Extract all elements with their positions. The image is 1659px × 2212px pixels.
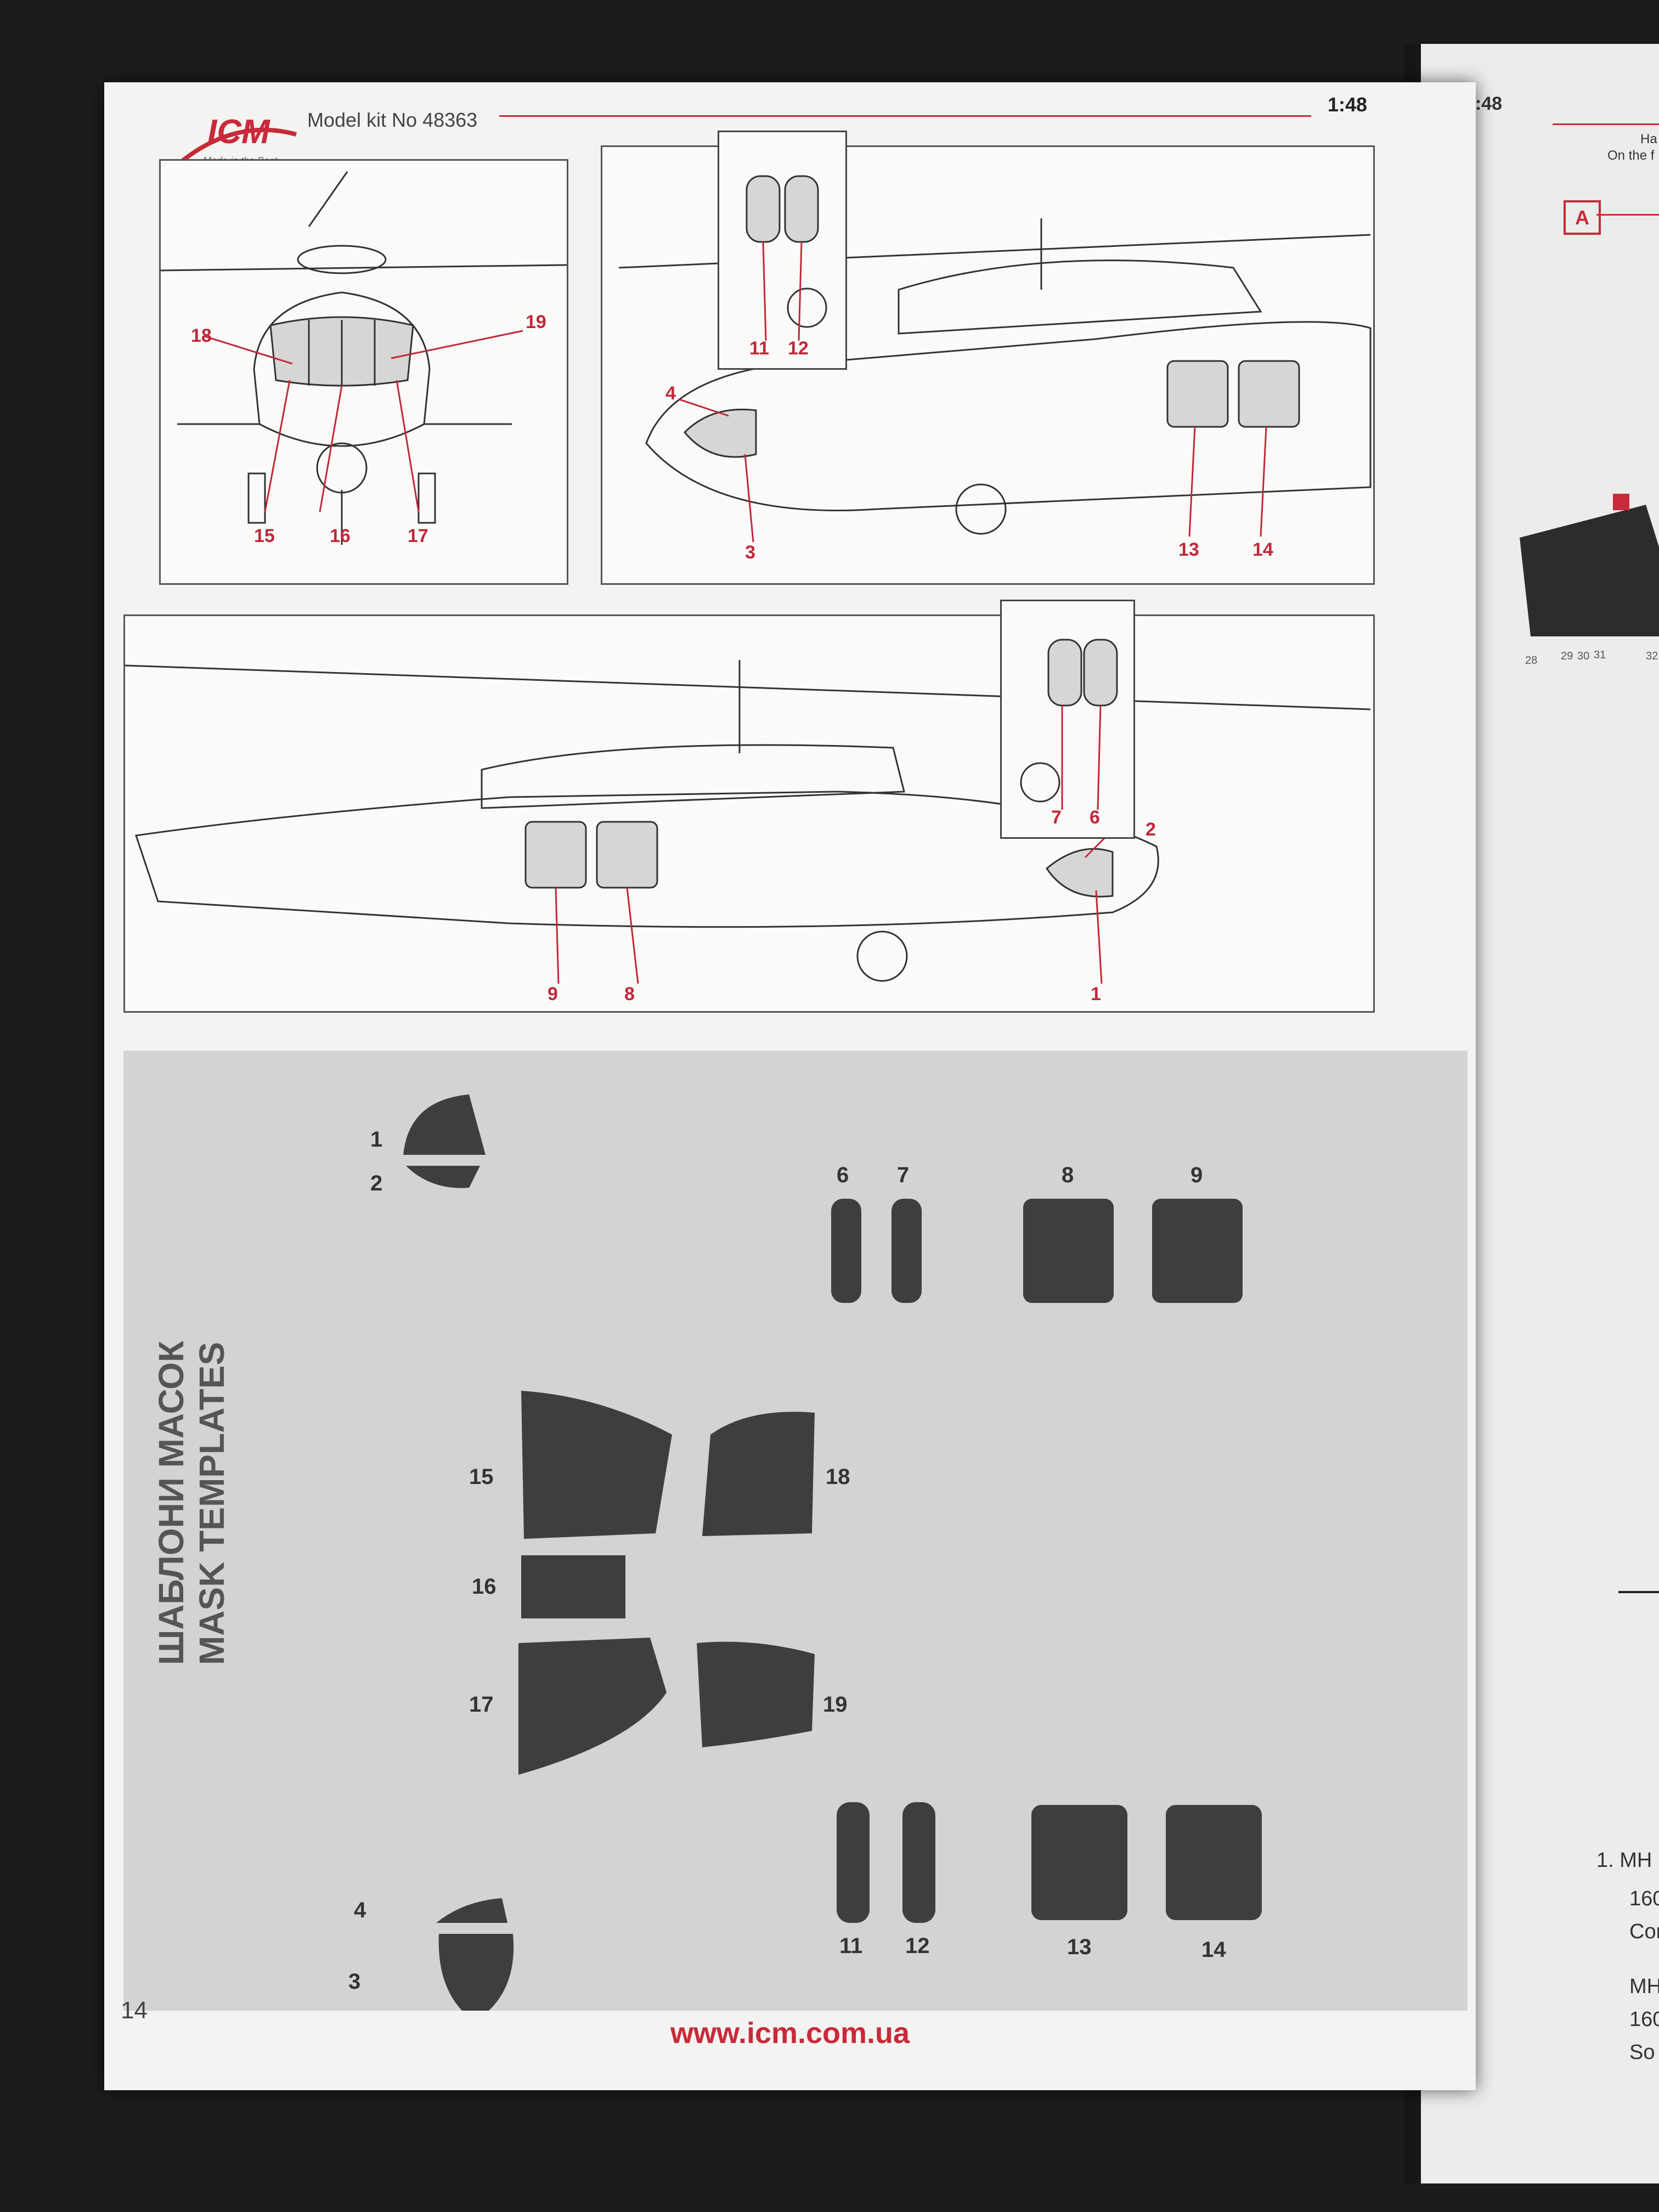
part-number: 28 — [1525, 654, 1537, 667]
mask-label: 8 — [1062, 1163, 1074, 1187]
mask-label: 18 — [826, 1465, 850, 1489]
callout-label: 7 — [1051, 807, 1062, 828]
mask-label: 14 — [1201, 1938, 1226, 1962]
page-number: 14 — [121, 1997, 148, 2024]
mask-label: 13 — [1067, 1935, 1092, 1959]
mask-label: 17 — [469, 1692, 494, 1717]
helicopter-right-side-view — [618, 218, 1372, 543]
helicopter-left-side-view — [125, 660, 1371, 984]
footer-url: www.icm.com.ua — [670, 2017, 910, 2050]
mask-shape-9 — [1152, 1199, 1243, 1303]
callout-label: 1 — [1091, 984, 1101, 1005]
front-view-panel: 18 19 15 16 17 — [159, 159, 568, 585]
callout-label: 15 — [254, 526, 275, 546]
part-number: 29 — [1561, 650, 1573, 662]
instruction-page: ICM Made in the Best Model kit No 48363 … — [104, 82, 1476, 2090]
callout-label: 18 — [191, 325, 212, 346]
mask-shape-15 — [521, 1391, 672, 1539]
step-a-badge: A — [1564, 200, 1601, 235]
mask-shape-6 — [831, 1199, 861, 1303]
list-fragment: Cor — [1629, 1920, 1659, 1943]
callout-label: 6 — [1090, 807, 1100, 828]
left-side-view-panel: 7 6 2 9 8 1 — [123, 600, 1375, 1013]
mask-shape-16 — [521, 1555, 625, 1618]
cabin-window-inset: 7 6 — [1000, 600, 1135, 839]
mask-shape-3 — [438, 1934, 514, 2011]
mask-shape-18 — [702, 1412, 815, 1536]
assembly-part-illustration: 28 29 30 31 32 — [1520, 494, 1659, 667]
callout-label: 14 — [1252, 539, 1273, 560]
inset-illustration — [1020, 639, 1118, 810]
mask-label: 7 — [897, 1163, 910, 1187]
inset-illustration — [746, 175, 827, 341]
part-number: 31 — [1594, 649, 1606, 661]
mask-label: 6 — [837, 1163, 849, 1187]
callout-label: 19 — [526, 312, 546, 332]
mask-shape-2 — [406, 1166, 480, 1188]
mask-label: 19 — [823, 1692, 848, 1717]
mask-shape-12 — [902, 1802, 935, 1923]
step-line — [1596, 214, 1659, 216]
right-page-header-line — [1553, 123, 1659, 125]
mask-shape-1 — [403, 1094, 486, 1155]
mask-label: 9 — [1190, 1163, 1203, 1187]
mask-shape-11 — [837, 1802, 870, 1923]
mask-shape-14 — [1166, 1805, 1262, 1920]
callout-label: 13 — [1178, 539, 1199, 560]
logo-swoosh-icon — [179, 127, 297, 164]
mask-label: 4 — [354, 1898, 366, 1922]
helicopter-front-view — [160, 171, 567, 545]
mask-label: 11 — [839, 1934, 863, 1958]
list-fragment: 1. MH — [1596, 1849, 1652, 1872]
mask-shape-4 — [436, 1898, 507, 1923]
right-page-fragment: On the f — [1607, 148, 1655, 163]
list-fragment: 160 — [1629, 1887, 1659, 1910]
kit-title: Model kit No 48363 — [307, 109, 478, 131]
part-number: 30 — [1577, 650, 1589, 662]
mask-label: 12 — [905, 1934, 930, 1958]
mask-label: 2 — [370, 1171, 383, 1195]
callout-label: 3 — [745, 542, 755, 563]
scale-label: 1:48 — [1328, 93, 1368, 116]
callout-label: 17 — [408, 526, 428, 546]
callout-label: 16 — [330, 526, 351, 546]
callout-label: 2 — [1146, 819, 1156, 840]
mask-shape-17 — [518, 1638, 667, 1775]
header-line — [499, 115, 1311, 117]
cabin-window-inset: 11 12 — [718, 131, 847, 370]
list-fragment: 160 — [1629, 2008, 1659, 2031]
mask-label: 16 — [472, 1575, 496, 1599]
right-page-fragment: Ha — [1640, 132, 1657, 146]
callout-label: 4 — [665, 383, 676, 404]
logo-text: ICM — [207, 113, 270, 151]
mask-shape-13 — [1031, 1805, 1127, 1920]
mask-shape-7 — [891, 1199, 922, 1303]
rule — [1618, 1591, 1659, 1593]
mask-label: 3 — [348, 1970, 361, 1994]
callout-label: 11 — [749, 338, 769, 359]
mask-label: 15 — [469, 1465, 494, 1489]
list-fragment: MH — [1629, 1975, 1659, 1998]
callout-label: 8 — [624, 984, 635, 1005]
callout-label: 9 — [548, 984, 558, 1005]
mask-shapes — [403, 1094, 1262, 2011]
mask-shape-19 — [697, 1641, 815, 1747]
list-fragment: So — [1629, 2041, 1655, 2064]
mask-shape-8 — [1023, 1199, 1114, 1303]
mask-label: 1 — [370, 1127, 383, 1152]
callout-label: 12 — [788, 338, 809, 359]
part-number: 32 — [1646, 650, 1658, 662]
mask-templates-section: ШАБЛОНИ МАСОК MASK TEMPLATES — [123, 1051, 1468, 2011]
right-side-view-panel: 11 12 4 3 13 14 — [601, 131, 1375, 585]
